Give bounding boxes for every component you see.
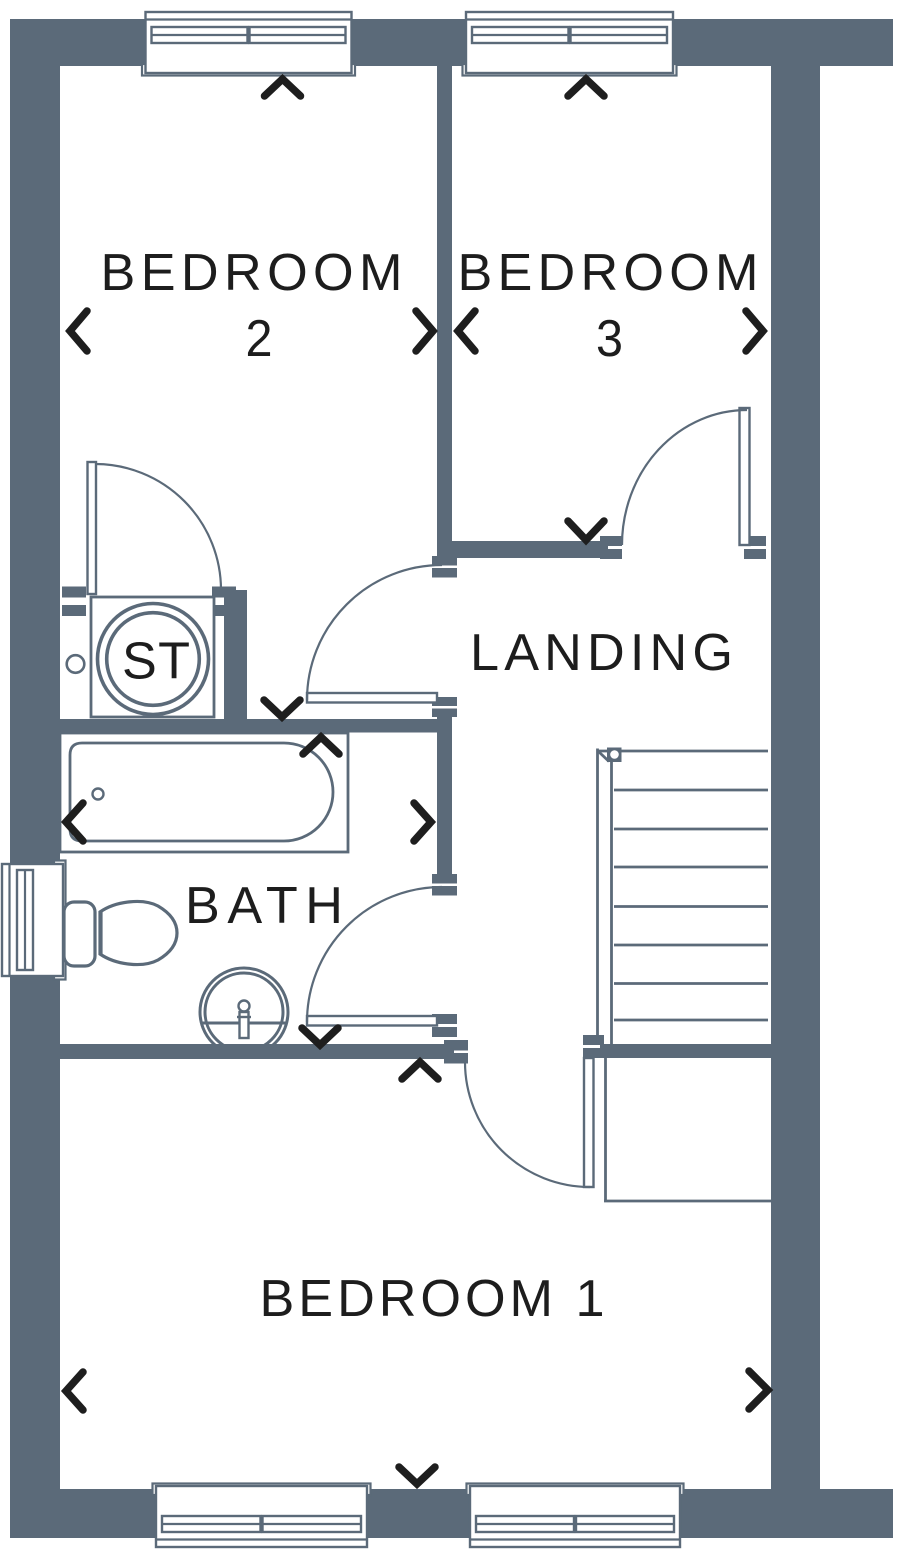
svg-text:BEDROOM: BEDROOM [101, 244, 403, 302]
svg-text:LANDING: LANDING [470, 624, 733, 682]
svg-text:3: 3 [596, 310, 623, 368]
svg-text:BEDROOM: BEDROOM [458, 244, 759, 302]
svg-text:ST: ST [122, 633, 190, 691]
svg-text:BEDROOM 1: BEDROOM 1 [260, 1270, 605, 1328]
svg-text:2: 2 [246, 310, 273, 368]
